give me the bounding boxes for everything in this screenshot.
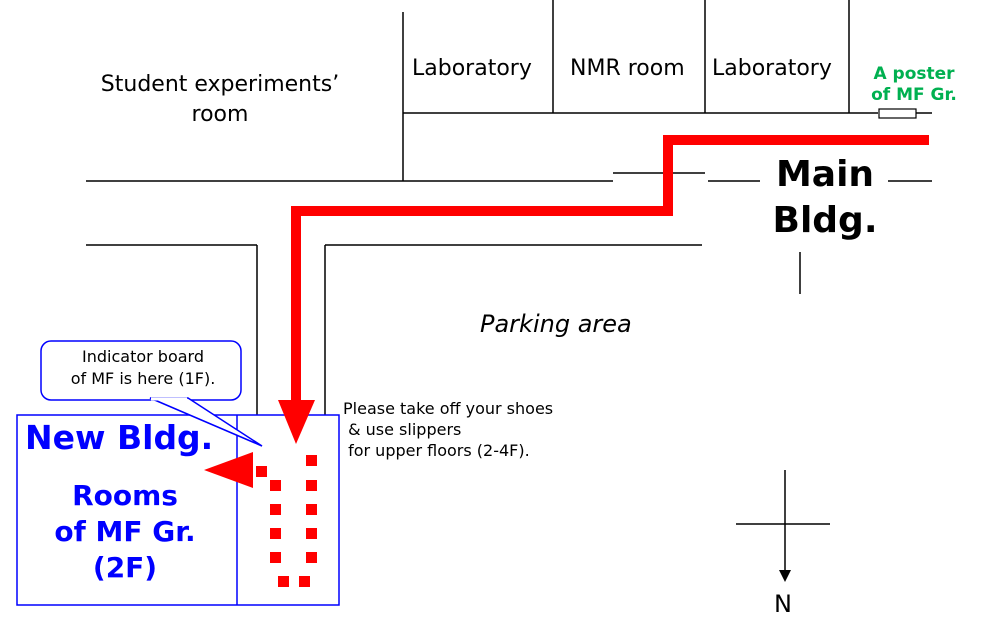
new-building-outline xyxy=(16,414,340,606)
laboratory-left-label: Laboratory xyxy=(412,56,532,81)
shoes-note-line1: Please take off your shoes xyxy=(343,399,554,418)
shoes-note: Please take off your shoes & use slipper… xyxy=(343,398,553,461)
compass-icon xyxy=(736,470,830,572)
rooms-arrowhead xyxy=(204,452,253,488)
student-room-line2: room xyxy=(191,102,249,127)
main-building-label: Main Bldg. xyxy=(755,152,895,244)
poster-label: A poster of MF Gr. xyxy=(858,64,970,106)
mf-rooms-line2: of MF Gr. xyxy=(54,515,196,548)
mf-rooms-label: Rooms of MF Gr. (2F) xyxy=(30,478,220,586)
laboratory-right-label: Laboratory xyxy=(712,56,832,81)
main-building-line1: Main xyxy=(775,154,875,195)
mf-rooms-line1: Rooms xyxy=(72,479,178,512)
parking-area-label: Parking area xyxy=(480,310,632,338)
poster-line1: A poster xyxy=(873,64,955,84)
callout-line1: Indicator board xyxy=(82,347,204,366)
new-building-title: New Bldg. xyxy=(25,418,214,457)
student-experiments-room-label: Student experiments’ room xyxy=(70,70,370,130)
indicator-board-callout: Indicator board of MF is here (1F). xyxy=(48,346,238,390)
poster-board xyxy=(878,108,917,119)
main-building-line2: Bldg. xyxy=(772,200,878,241)
stair-route xyxy=(256,455,317,587)
shoes-note-line2: & use slippers xyxy=(343,420,462,439)
callout-line2: of MF is here (1F). xyxy=(70,369,216,388)
nmr-room-label: NMR room xyxy=(570,56,685,81)
mf-rooms-line3: (2F) xyxy=(92,551,158,584)
north-label: N xyxy=(774,590,792,618)
shoes-note-line3: for upper floors (2-4F). xyxy=(343,441,530,460)
student-room-line1: Student experiments’ xyxy=(100,72,340,97)
callout-bubble xyxy=(40,340,263,447)
building-walls xyxy=(86,0,932,415)
poster-line2: of MF Gr. xyxy=(871,85,957,105)
route-arrowhead xyxy=(278,400,315,444)
north-arrow-icon xyxy=(779,570,791,582)
route-path xyxy=(291,135,929,402)
